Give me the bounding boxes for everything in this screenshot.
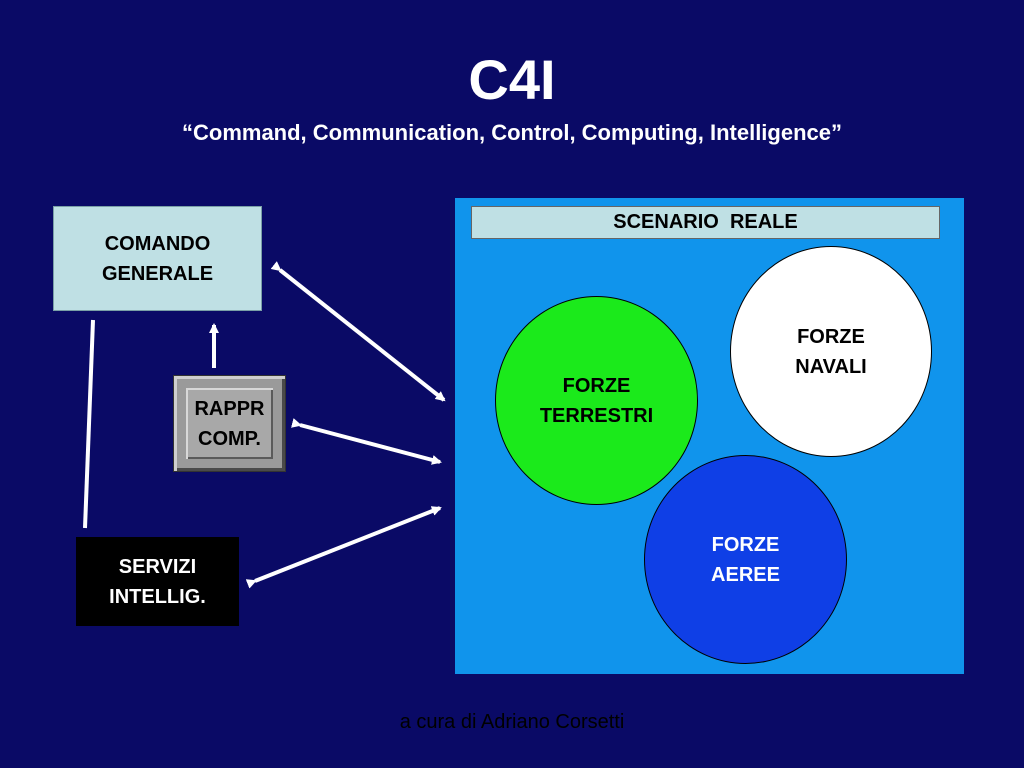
- page-title: C4I: [468, 48, 556, 111]
- rappr-comp-node: RAPPR COMP.: [173, 375, 286, 472]
- rappr-bevel-inner: [186, 388, 273, 459]
- servizi-intellig-node: SERVIZI INTELLIG.: [76, 537, 239, 626]
- forze-navali-node: FORZE NAVALI: [730, 246, 932, 457]
- rappr-comp-label: RAPPR COMP.: [194, 397, 265, 450]
- scenario-label: SCENARIO REALE: [471, 206, 940, 239]
- footer-credit: a cura di Adriano Corsetti: [399, 711, 625, 733]
- forze-aeree-node: FORZE AEREE: [644, 455, 847, 664]
- comando-scenario-arrow: [270, 261, 446, 402]
- comando-servizi-line: [83, 319, 95, 529]
- page-subtitle: “Command, Communication, Control, Comput…: [182, 120, 842, 145]
- comando-generale-node: COMANDO GENERALE: [53, 206, 262, 311]
- forze-terrestri-node: FORZE TERRESTRI: [495, 296, 698, 505]
- servizi-scenario-arrow: [245, 506, 442, 589]
- rappr-scenario-arrow: [290, 418, 442, 465]
